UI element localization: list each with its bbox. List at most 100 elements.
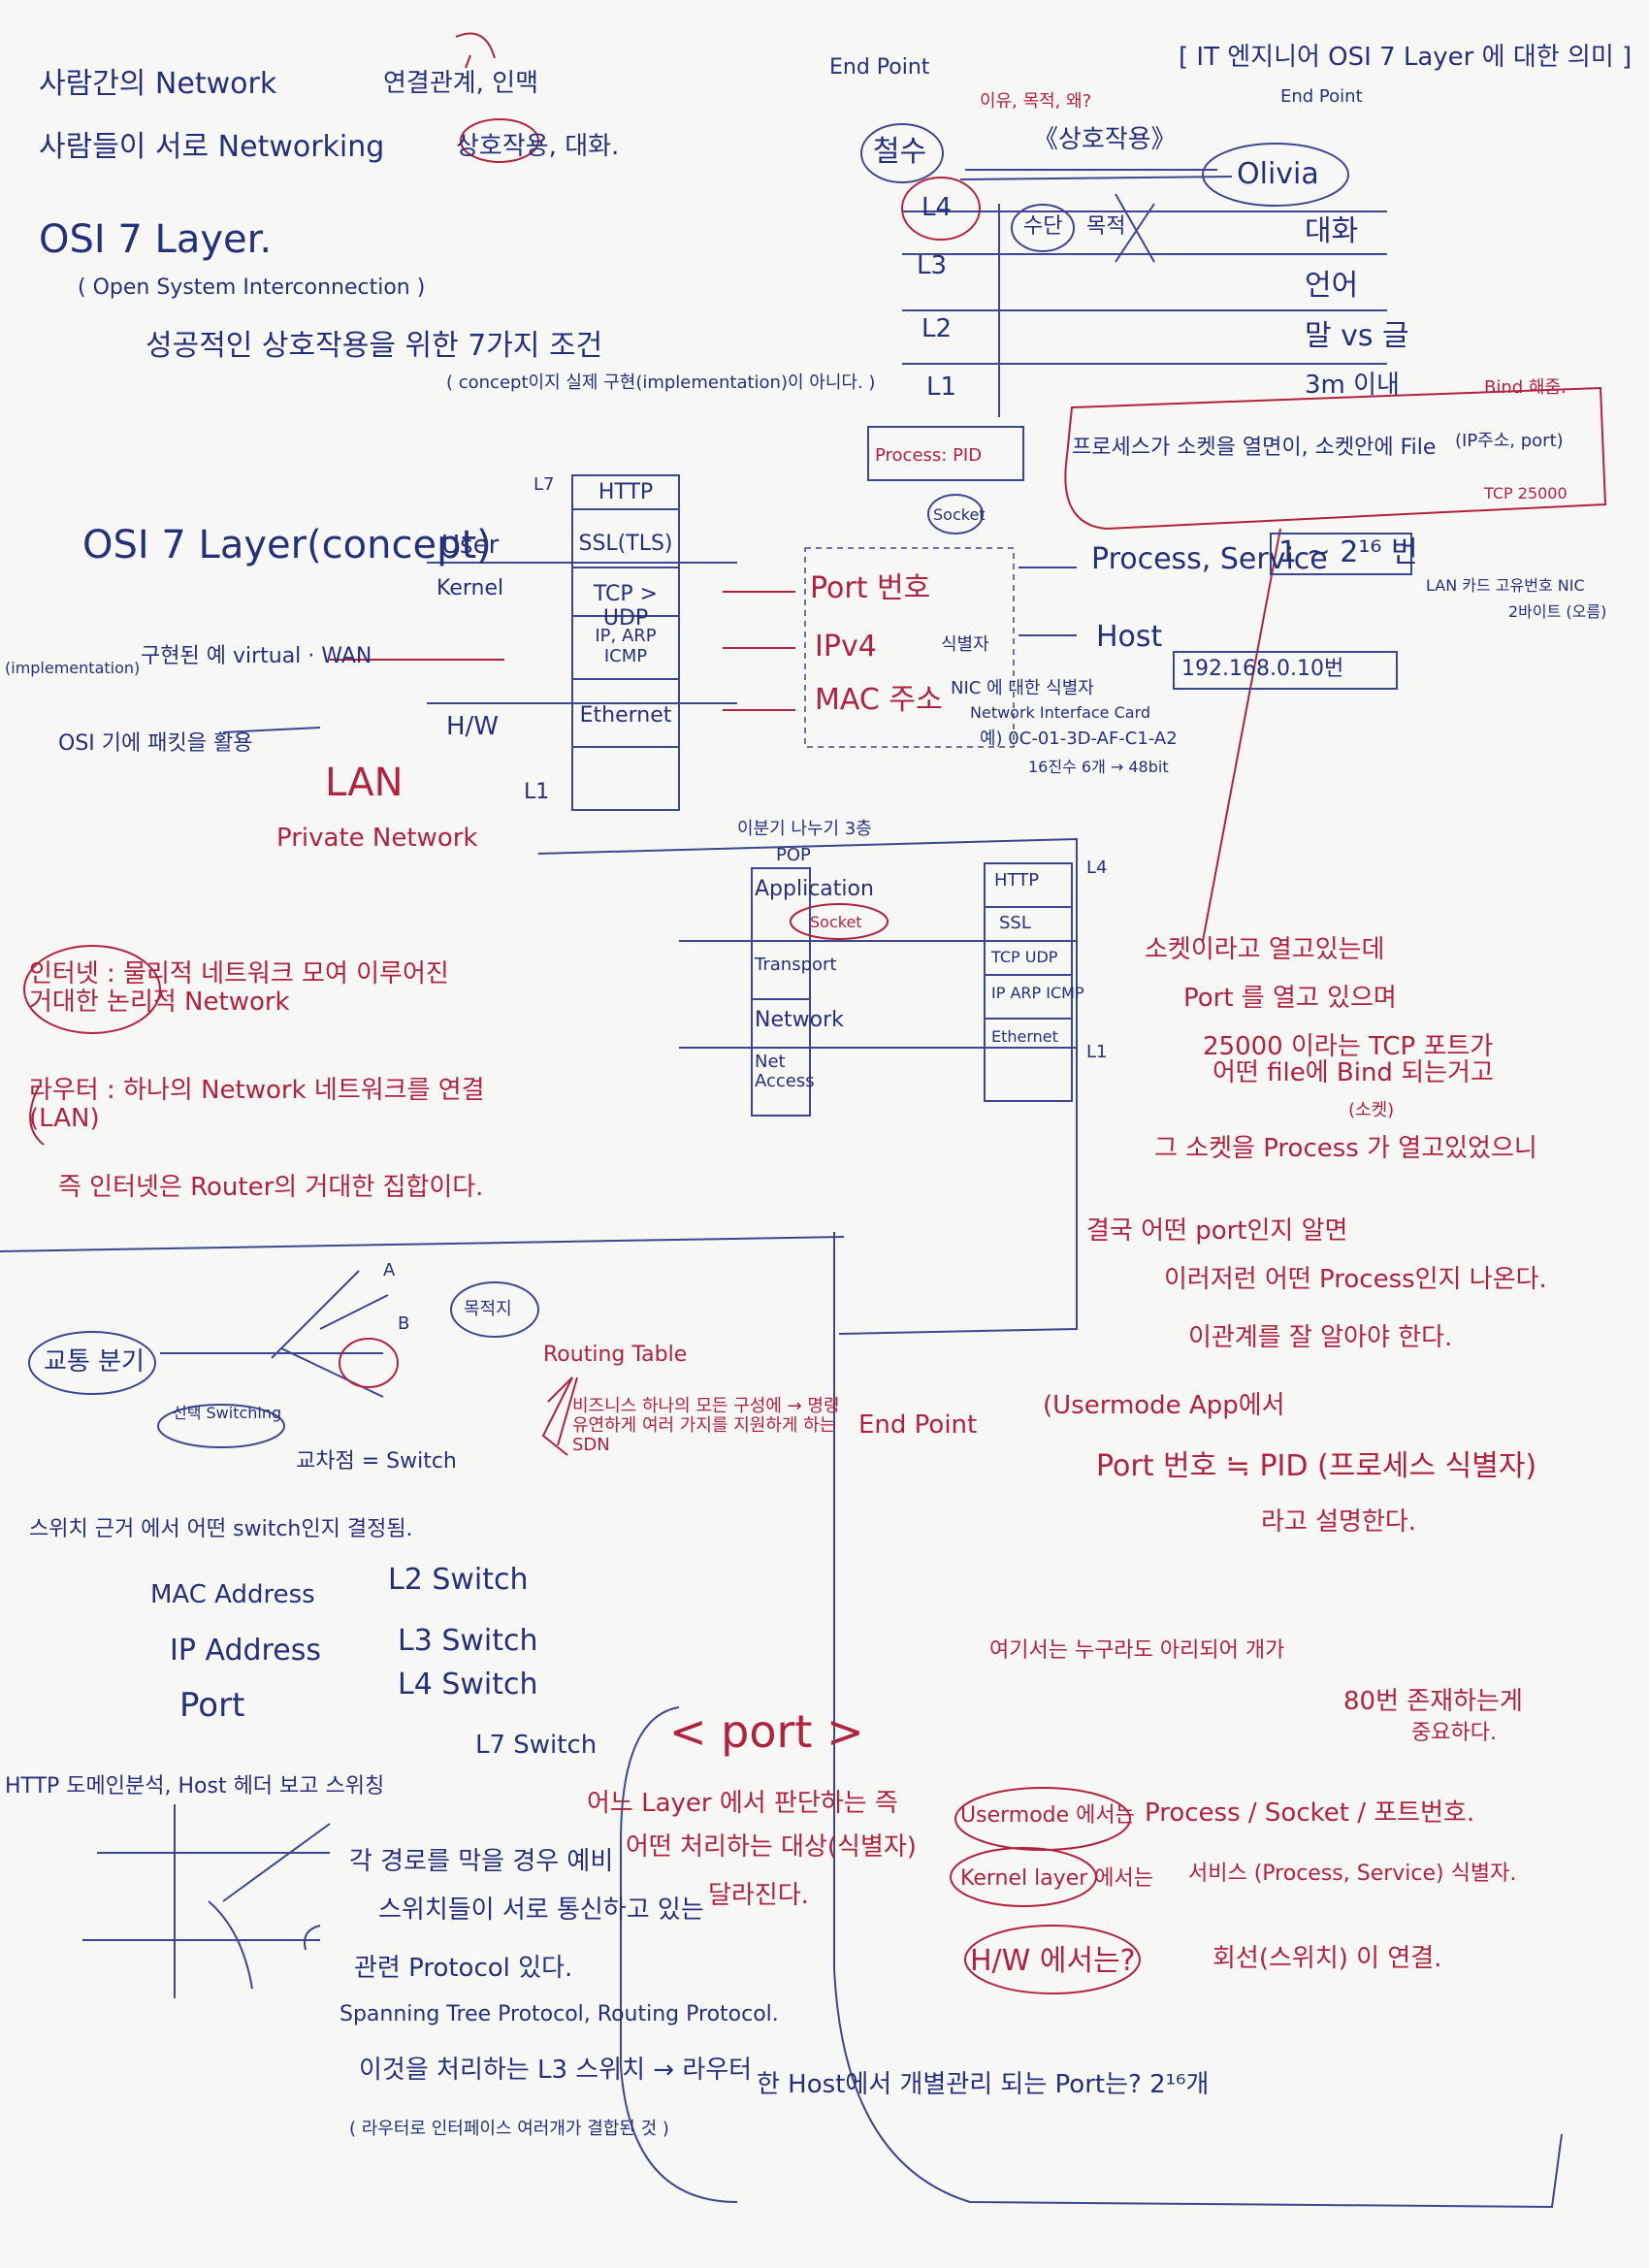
right-col-distance: 3m 이내 xyxy=(1305,371,1400,400)
switch-http-note: HTTP 도메인분석, Host 헤더 보고 스위칭 xyxy=(5,1774,385,1798)
switch-intro: 스위치 근거 에서 어떤 switch인지 결정됨. xyxy=(29,1517,413,1541)
osi-concept-title: OSI 7 Layer(concept) xyxy=(82,523,492,567)
port-layer-note: 어느 Layer 에서 판단하는 즉 xyxy=(587,1789,898,1818)
port-title: < port > xyxy=(669,1705,864,1758)
osi-full-name: ( Open System Interconnection ) xyxy=(78,275,426,300)
stack-l1-label: L1 xyxy=(524,780,550,804)
identifier-label: 식별자 xyxy=(941,634,989,655)
stack-hw-label: H/W xyxy=(446,712,500,741)
bind-note: Bind 해줌. xyxy=(1484,377,1567,398)
routing-table-label: Routing Table xyxy=(543,1343,688,1367)
note-human-networking-meaning: 상호작용, 대화. xyxy=(456,132,620,161)
id-ipv4: IPv4 xyxy=(815,630,877,664)
routing-point-b: B xyxy=(398,1313,410,1334)
stack-cell-tcp-udp: TCP > UDP xyxy=(593,582,659,631)
note-socket-open: 소켓이라고 열고있는데 xyxy=(1145,935,1385,964)
endpoint-left-label: End Point xyxy=(829,55,930,80)
tcp-port-note: TCP 25000 xyxy=(1484,484,1568,502)
layer-l3: L3 xyxy=(917,251,948,280)
note-spanning-tree: Spanning Tree Protocol, Routing Protocol… xyxy=(340,2002,779,2026)
center-right-ethernet: Ethernet xyxy=(991,1027,1058,1046)
routing-intersection: 교차점 = Switch xyxy=(296,1449,457,1474)
osi-concept-note: ( concept이지 실제 구현(implementation)이 아니다. … xyxy=(446,373,876,393)
note-router-conclusion: 즉 인터넷은 Router의 거대한 집합이다. xyxy=(58,1173,484,1202)
stack-l7-label: L7 xyxy=(534,474,555,495)
port-kernel: Kernel layer 에서는 xyxy=(960,1866,1154,1891)
person-cheolsu: 철수 xyxy=(873,135,927,169)
routing-point-a: A xyxy=(383,1260,396,1280)
center-l1: L1 xyxy=(1086,1042,1108,1062)
virtual-wan-note: 구현된 예 virtual · WAN xyxy=(141,644,372,668)
note-tcp-port: 25000 이라는 TCP 포트가 xyxy=(1203,1032,1494,1061)
mac-example: 예) 0C-01-3D-AF-C1-A2 xyxy=(980,729,1178,749)
note-l3-router: 이것을 처리하는 L3 스위치 → 라우터 xyxy=(359,2056,753,2085)
center-left-transport: Transport xyxy=(755,955,837,975)
layer-l1: L1 xyxy=(926,373,957,402)
nic-full-name: Network Interface Card xyxy=(970,703,1151,722)
endpoint-right-label: End Point xyxy=(1280,86,1363,107)
host-label: Host xyxy=(1096,620,1163,654)
nic-identifier: NIC 에 대한 식별자 xyxy=(951,678,1094,698)
process-pid-box: Process: PID xyxy=(875,445,983,466)
port-kernel-value: 서비스 (Process, Service) 식별자. xyxy=(1188,1862,1517,1886)
layer-l4: L4 xyxy=(922,193,953,222)
center-right-ssl: SSL xyxy=(999,913,1031,933)
note-router: 라우터 : 하나의 Network 네트워크를 연결 (LAN) xyxy=(29,1076,485,1133)
switch-basis-port: Port xyxy=(179,1686,245,1725)
port-usermode: Usermode 에서는 xyxy=(960,1803,1135,1828)
private-network-label: Private Network xyxy=(276,824,478,853)
note-internet: 인터넷 : 물리적 네트워크 모여 이루어진 거대한 논리적 Network xyxy=(29,959,449,1017)
note-port-pid: Port 번호 ≒ PID (프로세스 식별자) xyxy=(1096,1449,1537,1483)
routing-switching: 선택 Switching xyxy=(173,1404,282,1422)
note-process-open: 그 소켓을 Process 가 열고있었으니 xyxy=(1154,1134,1537,1163)
center-pop: POP xyxy=(776,845,811,865)
port-differs-note: 달라진다. xyxy=(708,1881,809,1910)
ip-port-note: (IP주소, port) xyxy=(1455,431,1564,451)
note-related-protocol: 관련 Protocol 있다. xyxy=(354,1954,573,1983)
stack-cell-http: HTTP xyxy=(598,480,654,504)
id-mac-address: MAC 주소 xyxy=(815,683,943,717)
right-col-conversation: 대화 xyxy=(1305,214,1359,248)
implementation-note: (implementation) xyxy=(5,659,141,677)
note-human-network: 사람간의 Network xyxy=(39,67,277,101)
osi-title: OSI 7 Layer. xyxy=(39,217,273,262)
note-important: 중요하다. xyxy=(1411,1721,1497,1745)
note-human-network-meaning: 연결관계, 인맥 xyxy=(383,69,539,98)
center-left-application: Application xyxy=(755,877,874,901)
note-backup-path: 각 경로를 막을 경우 예비 xyxy=(349,1847,614,1876)
routing-endpoint: End Point xyxy=(858,1410,978,1440)
socket-label-top: Socket xyxy=(933,505,986,524)
lan-card-note: LAN 카드 고유번호 NIC xyxy=(1426,576,1585,595)
note-switch-comm: 스위치들이 서로 통신하고 있는 xyxy=(378,1895,704,1925)
right-col-speech-vs-text: 말 vs 글 xyxy=(1305,319,1409,353)
interaction-label: 《상호작용》 xyxy=(1033,125,1177,154)
note-explained: 라고 설명한다. xyxy=(1261,1507,1417,1537)
mac-bits: 16진수 6개 → 48bit xyxy=(1028,758,1169,776)
center-left-network: Network xyxy=(755,1008,844,1032)
ip-sample: 192.168.0.10번 xyxy=(1181,657,1344,681)
means-label: 수단 xyxy=(1023,214,1063,239)
id-port-number: Port 번호 xyxy=(810,571,931,605)
switch-l3: L3 Switch xyxy=(398,1624,538,1658)
switch-l4: L4 Switch xyxy=(398,1668,538,1701)
note-port-80-exists: 80번 존재하는게 xyxy=(1343,1687,1523,1716)
stack-user-label: User xyxy=(441,531,500,560)
center-l4: L4 xyxy=(1086,858,1108,878)
osi-description: 성공적인 상호작용을 위한 7가지 조건 xyxy=(146,329,603,363)
stack-kernel-label: Kernel xyxy=(436,576,504,600)
socket-file-note: 프로세스가 소켓을 열면이, 소켓안에 File xyxy=(1072,436,1437,460)
port-range: 1 ~ 2¹⁶ 번 xyxy=(1278,535,1418,569)
stack-cell-ssl: SSL(TLS) xyxy=(578,532,673,556)
lan-label: LAN xyxy=(325,761,404,805)
person-olivia: Olivia xyxy=(1237,157,1319,191)
port-hw-value: 회선(스위치) 이 연결. xyxy=(1212,1944,1442,1973)
layer-l2: L2 xyxy=(922,314,953,343)
port-count-question: 한 Host에서 개별관리 되는 Port는? 2¹⁶개 xyxy=(757,2070,1210,2099)
routing-choice: 교통 분기 xyxy=(44,1347,145,1377)
routing-sdn-note: 비즈니스 하나의 모든 구성에 → 명령 유연하게 여러 가지를 지원하게 하는… xyxy=(572,1396,840,1455)
switch-l2: L2 Switch xyxy=(388,1563,529,1597)
stack-cell-ip-arp-icmp: IP, ARP ICMP xyxy=(595,626,657,666)
center-right-ip: IP ARP ICMP xyxy=(991,984,1084,1002)
